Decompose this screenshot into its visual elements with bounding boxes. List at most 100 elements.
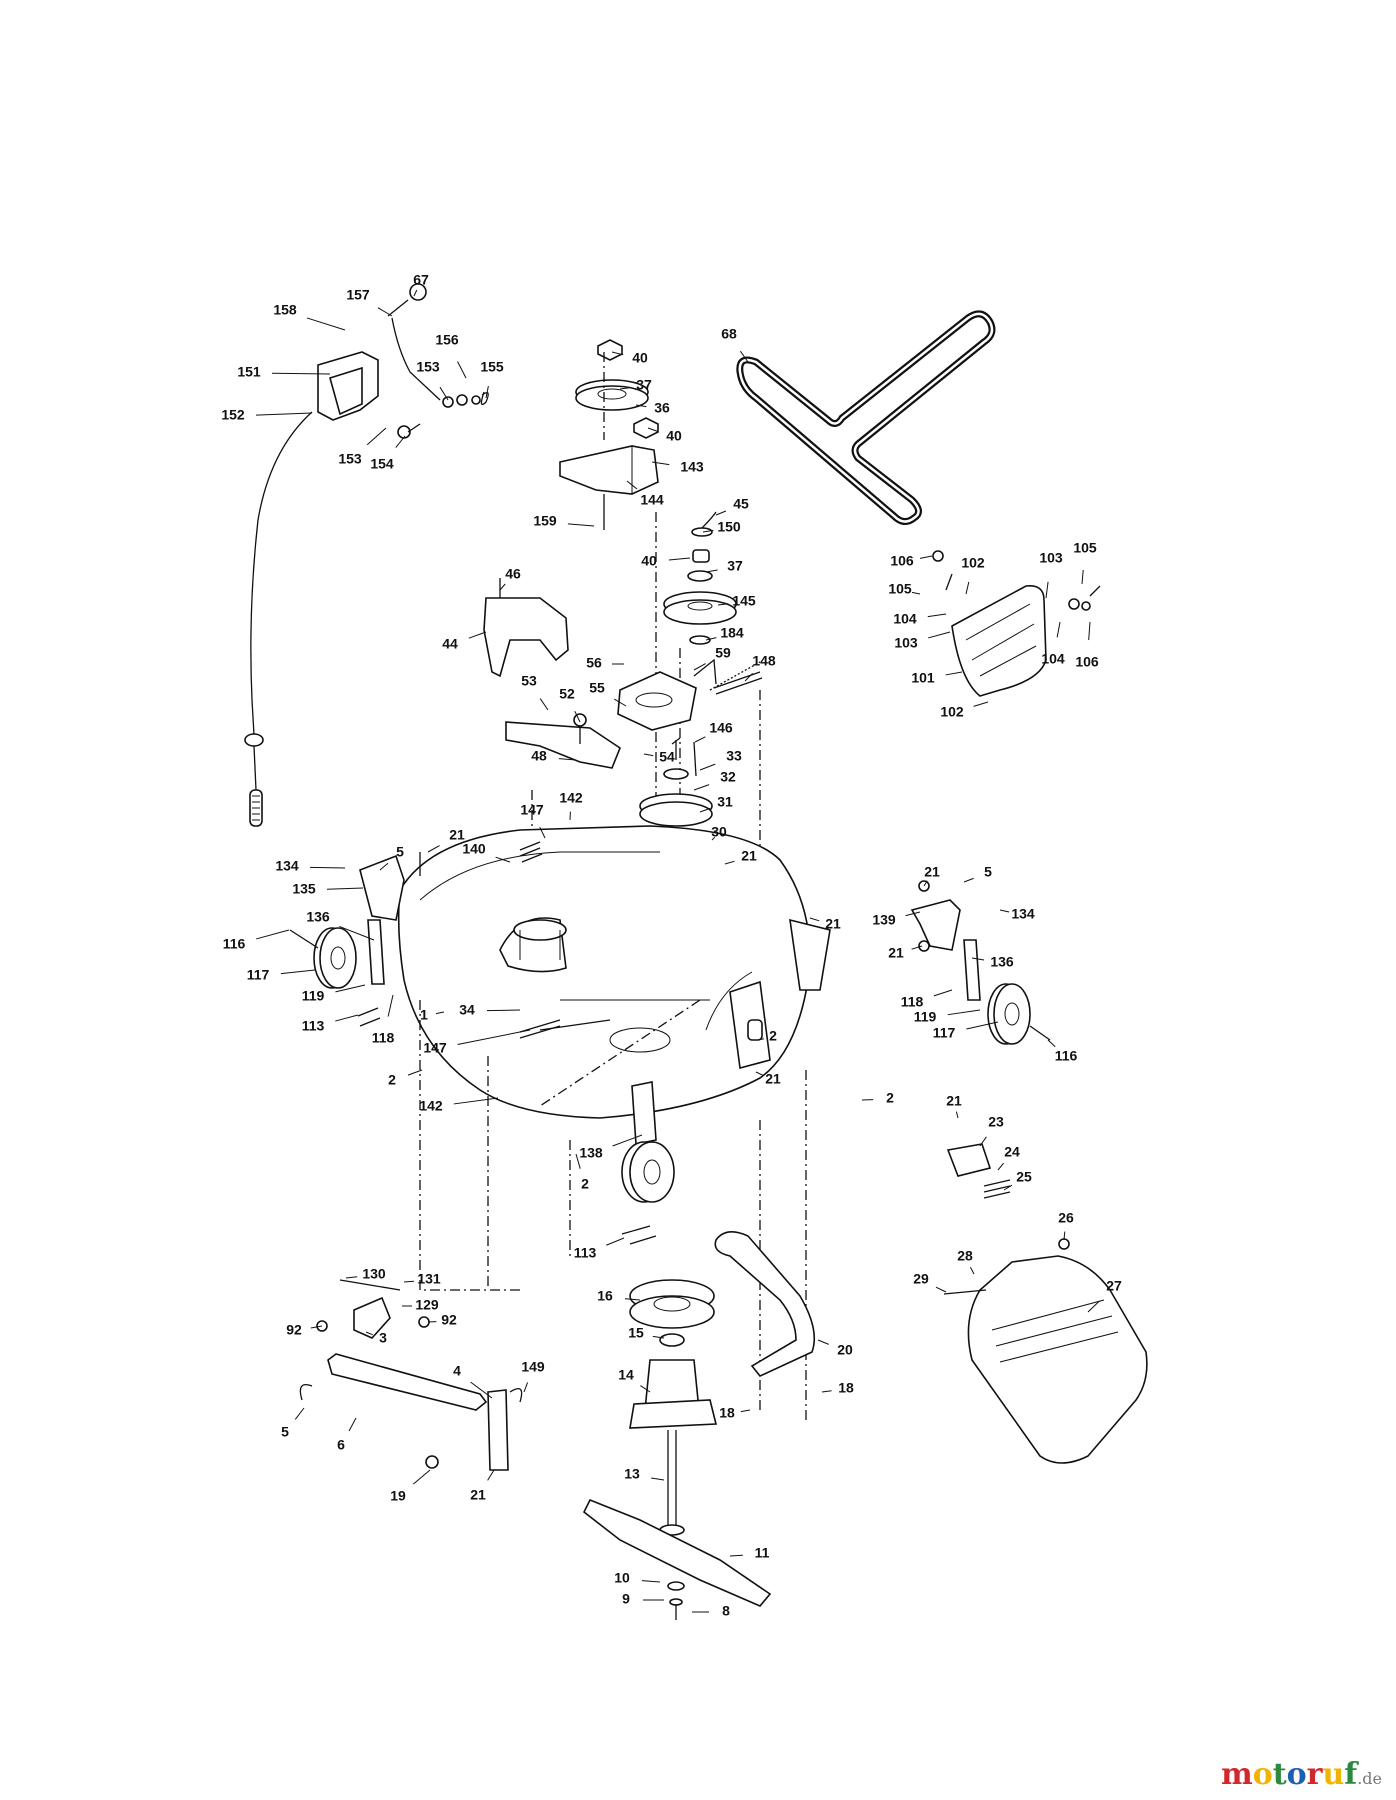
callout-leader bbox=[1045, 581, 1049, 599]
callout-37: 37 bbox=[705, 558, 743, 574]
callout-label: 117 bbox=[933, 1025, 956, 1041]
callout-leader bbox=[487, 1469, 495, 1481]
callout-label: 155 bbox=[480, 359, 504, 375]
callout-label: 129 bbox=[415, 1297, 439, 1313]
callout-leader bbox=[395, 435, 406, 448]
callout-label: 34 bbox=[459, 1002, 475, 1018]
callout-label: 56 bbox=[586, 655, 602, 671]
callout-1: 1 bbox=[420, 1007, 445, 1023]
callout-13: 13 bbox=[624, 1466, 665, 1482]
watermark: motoruf.de bbox=[1221, 1757, 1382, 1792]
callout-leader bbox=[945, 671, 963, 676]
callout-117: 117 bbox=[247, 967, 316, 983]
callout-label: 8 bbox=[722, 1603, 730, 1619]
callout-label: 18 bbox=[719, 1405, 735, 1421]
callout-135: 135 bbox=[292, 881, 364, 897]
callout-10: 10 bbox=[614, 1570, 661, 1586]
callout-153: 153 bbox=[338, 427, 387, 467]
callout-label: 9 bbox=[622, 1591, 630, 1607]
callout-103: 103 bbox=[1039, 550, 1063, 599]
callout-54: 54 bbox=[643, 749, 675, 765]
callout-label: 154 bbox=[370, 456, 394, 472]
callout-32: 32 bbox=[693, 769, 736, 791]
callout-37: 37 bbox=[619, 377, 652, 393]
callout-139: 139 bbox=[872, 911, 921, 928]
callout-46: 46 bbox=[499, 566, 521, 591]
callout-157: 157 bbox=[346, 287, 393, 317]
callout-label: 28 bbox=[957, 1248, 973, 1264]
callout-2: 2 bbox=[388, 1069, 423, 1088]
callout-label: 134 bbox=[275, 858, 299, 874]
callout-label: 5 bbox=[396, 844, 404, 860]
callout-130: 130 bbox=[345, 1266, 386, 1282]
callout-184: 184 bbox=[705, 625, 744, 641]
callout-leader bbox=[457, 361, 467, 379]
callout-label: 5 bbox=[281, 1424, 289, 1440]
callout-leader bbox=[971, 957, 985, 961]
callout-26: 26 bbox=[1058, 1210, 1074, 1241]
callout-21: 21 bbox=[888, 945, 923, 961]
callout-leader bbox=[928, 631, 951, 639]
callout-label: 40 bbox=[641, 553, 657, 569]
callout-106: 106 bbox=[1075, 621, 1099, 670]
callout-113: 113 bbox=[574, 1237, 625, 1261]
callout-label: 159 bbox=[533, 513, 557, 529]
callout-92: 92 bbox=[286, 1322, 323, 1338]
callout-label: 11 bbox=[755, 1545, 770, 1561]
callout-48: 48 bbox=[531, 748, 577, 764]
callout-label: 148 bbox=[752, 653, 776, 669]
callout-leader bbox=[979, 1136, 987, 1147]
callout-label: 2 bbox=[886, 1090, 894, 1106]
callout-leader bbox=[905, 911, 921, 917]
callout-15: 15 bbox=[628, 1325, 665, 1341]
front-wheel-assembly bbox=[621, 1081, 675, 1245]
watermark-suffix: .de bbox=[1357, 1769, 1382, 1788]
callout-leader bbox=[755, 1071, 764, 1076]
callout-label: 14 bbox=[618, 1367, 634, 1383]
callout-leader bbox=[652, 1335, 665, 1339]
callout-label: 144 bbox=[640, 492, 664, 508]
callout-40: 40 bbox=[611, 350, 648, 366]
callout-2: 2 bbox=[757, 1028, 777, 1044]
callout-label: 19 bbox=[390, 1488, 406, 1504]
callout-label: 44 bbox=[442, 636, 458, 652]
callout-118: 118 bbox=[372, 994, 395, 1046]
callout-leader bbox=[717, 603, 729, 606]
callout-label: 21 bbox=[449, 827, 465, 843]
callout-leader bbox=[817, 1339, 829, 1345]
callout-27: 27 bbox=[1087, 1278, 1122, 1313]
callout-leader bbox=[377, 307, 393, 317]
callout-101: 101 bbox=[911, 670, 963, 686]
callout-14: 14 bbox=[618, 1367, 651, 1393]
watermark-brand: motoruf bbox=[1221, 1757, 1357, 1792]
mower-deck bbox=[397, 825, 811, 1420]
callout-leader bbox=[966, 1021, 999, 1030]
callout-140: 140 bbox=[462, 841, 511, 863]
callout-147: 147 bbox=[423, 1029, 531, 1056]
callout-leader bbox=[635, 404, 647, 408]
callout-leader bbox=[306, 317, 346, 331]
callout-leader bbox=[310, 1325, 323, 1329]
callout-104: 104 bbox=[893, 611, 947, 627]
callout-117: 117 bbox=[933, 1021, 999, 1041]
callout-label: 6 bbox=[337, 1437, 345, 1453]
callout-leader bbox=[973, 701, 989, 707]
callout-label: 40 bbox=[666, 428, 682, 444]
callout-label: 32 bbox=[720, 769, 736, 785]
callout-67: 67 bbox=[413, 272, 429, 297]
callout-116: 116 bbox=[223, 929, 290, 952]
callout-leader bbox=[348, 1417, 357, 1432]
callout-leader bbox=[403, 1280, 415, 1283]
callout-leader bbox=[821, 1390, 832, 1393]
callout-label: 53 bbox=[521, 673, 537, 689]
callout-label: 118 bbox=[901, 994, 924, 1010]
callout-label: 117 bbox=[247, 967, 270, 983]
callout-52: 52 bbox=[559, 686, 581, 723]
callout-40: 40 bbox=[647, 427, 682, 444]
watermark-letter: t bbox=[1272, 1757, 1287, 1792]
callout-label: 102 bbox=[961, 555, 985, 571]
callout-leader bbox=[744, 673, 753, 682]
callout-28: 28 bbox=[957, 1248, 975, 1275]
callout-label: 21 bbox=[924, 864, 940, 880]
